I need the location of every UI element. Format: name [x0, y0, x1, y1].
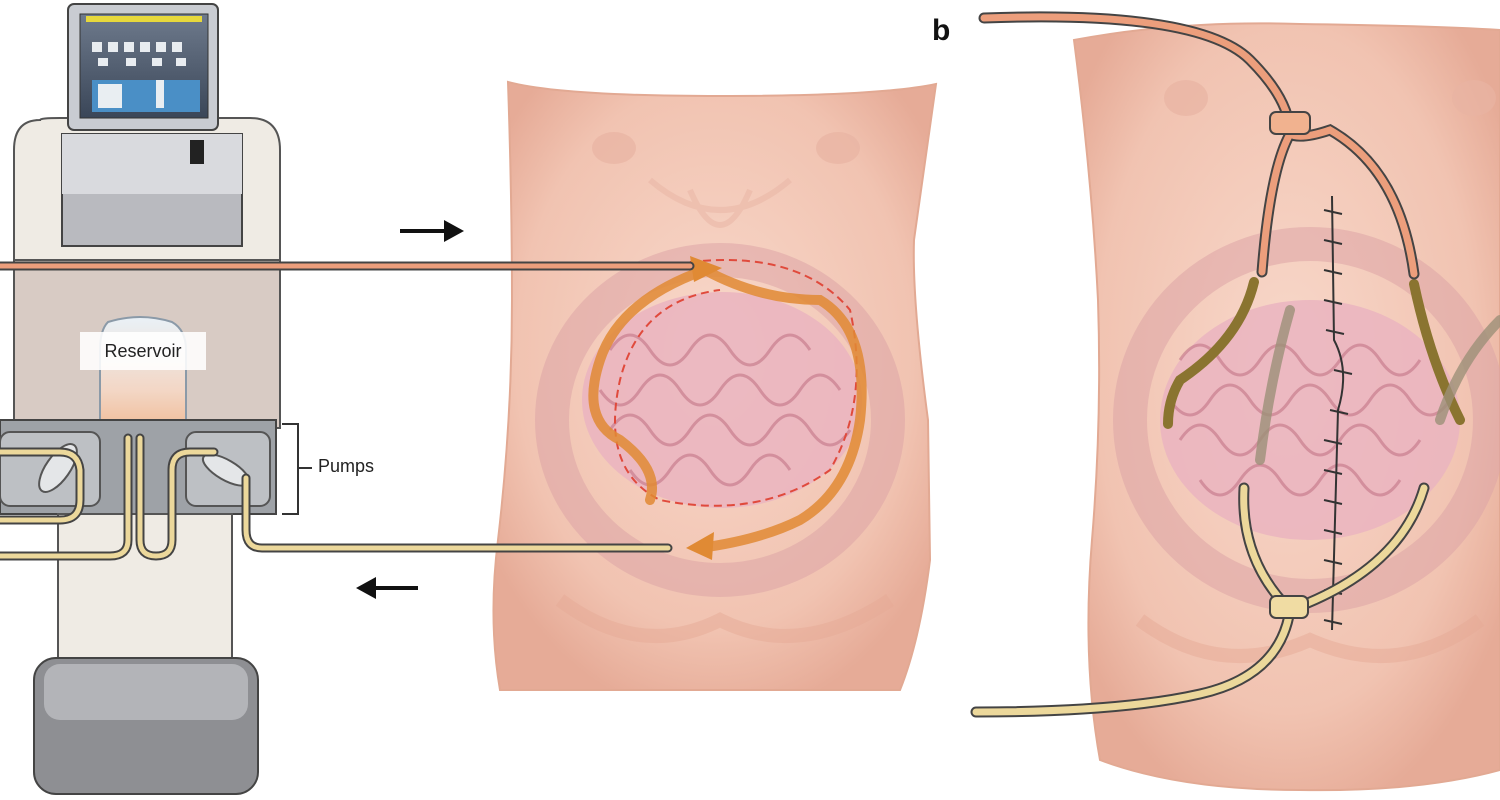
nipple-right-a	[816, 132, 860, 164]
outflow-y-connector	[1269, 595, 1309, 619]
monitor-gauge-left	[98, 84, 122, 108]
pumps-label: Pumps	[318, 456, 375, 476]
machine-console-face	[62, 134, 242, 194]
flow-arrow-circulation	[588, 265, 867, 553]
perfusion-machine	[0, 3, 312, 795]
machine-column	[57, 513, 233, 665]
monitor-readouts	[92, 42, 186, 66]
flow-path-dashed	[614, 259, 858, 507]
left-arrow-icon	[356, 577, 418, 599]
inflow-y-connector	[1269, 111, 1311, 135]
bowel-loops-b	[1168, 343, 1452, 497]
flow-arrowhead-outlet	[686, 532, 714, 560]
bowel-loops-a	[598, 333, 852, 487]
abdomen-a	[492, 80, 938, 691]
abdomen-b	[1072, 22, 1500, 792]
intestines-a	[582, 292, 862, 508]
right-arrow-icon	[400, 220, 464, 242]
pelvis-a	[555, 594, 894, 643]
inflow-catheters-b	[978, 11, 1420, 280]
nipple-left-b	[1164, 80, 1208, 116]
flow-arrowhead-inlet	[690, 256, 722, 282]
internal-drains	[1163, 277, 1500, 465]
outflow-catheters-b	[970, 482, 1430, 718]
pelvis-b	[1135, 614, 1485, 663]
nipple-right-b	[1452, 80, 1496, 116]
intestines-b	[1160, 300, 1460, 540]
reservoir-label: Reservoir	[80, 332, 206, 370]
panel-b-label: b	[932, 14, 951, 47]
pumps-bracket	[282, 423, 312, 515]
rib-cage-a	[648, 177, 792, 228]
sutures	[1323, 209, 1353, 625]
circuit-tubes-a	[0, 261, 695, 561]
monitor-gauge-right	[156, 80, 164, 108]
console-slot	[190, 140, 204, 164]
monitor-status-bar	[86, 16, 202, 22]
colon-b	[1113, 227, 1500, 613]
nipple-left-a	[592, 132, 636, 164]
machine-base-top	[44, 664, 248, 720]
monitor	[67, 3, 219, 131]
